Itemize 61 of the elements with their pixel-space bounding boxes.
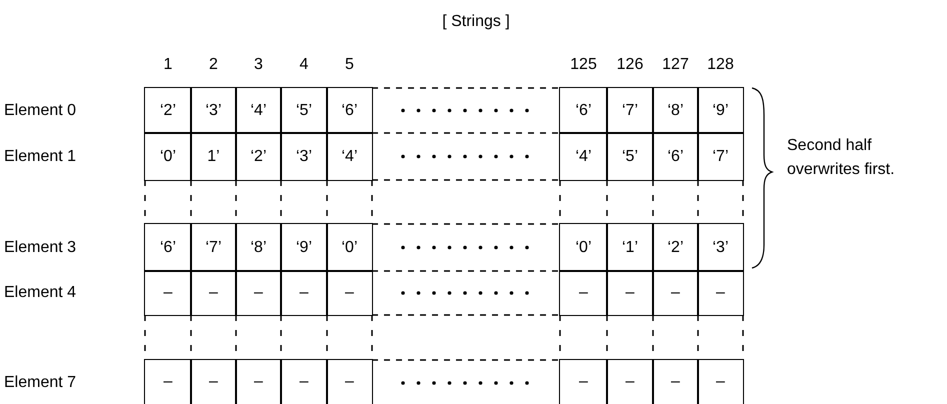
table-cell: – [559,270,608,316]
table-cell: – [652,359,699,404]
note-text: Second half overwrites first. [787,136,896,180]
table-cell: ‘7’ [190,223,237,272]
table-cell: ‘5’ [606,132,654,181]
table-cell: ‘4’ [326,132,373,181]
table-cell: ‘2’ [144,87,192,134]
table-cell: – [144,270,192,316]
table-cell: ‘3’ [190,87,237,134]
row-label: Element 4 [4,284,76,302]
table-cell: – [235,359,282,404]
table-cell: ‘5’ [280,87,328,134]
row-label: Element 3 [4,238,76,256]
table-cell: – [559,359,608,404]
table-cell: – [280,359,328,404]
table-cell: ‘8’ [652,87,699,134]
table-cell: – [697,270,744,316]
table-cell: ‘6’ [652,132,699,181]
column-number: 1 [164,56,172,74]
table-cell: – [144,359,192,404]
table-cell: ‘0’ [559,223,608,272]
table-cell: – [697,359,744,404]
column-number: 4 [300,56,308,74]
table-cell: ‘6’ [144,223,192,272]
table-cell: ‘0’ [326,223,373,272]
column-number: 127 [662,56,689,74]
table-cell: ‘4’ [559,132,608,181]
table-cell: ‘3’ [697,223,744,272]
table-cell: ‘9’ [280,223,328,272]
column-number: 3 [254,56,263,74]
row-label: Element 0 [4,102,76,120]
row-label: Element 7 [4,374,76,392]
column-number: 5 [345,56,354,74]
table-cell: – [190,359,237,404]
table-cell: – [652,270,699,316]
heading: [ Strings ] [442,13,510,31]
table-cell: ‘6’ [559,87,608,134]
table-cell: ‘6’ [326,87,373,134]
table-cell: ‘9’ [697,87,744,134]
table-cell: – [190,270,237,316]
column-number: 128 [707,56,734,74]
table-cell: – [235,270,282,316]
column-number: 126 [616,56,644,74]
table-cell: ‘4’ [235,87,282,134]
table-cell: – [280,270,328,316]
table-cell: ‘0’ [144,132,192,181]
table-cell: ‘3’ [280,132,328,181]
table-cell: – [606,270,654,316]
table-cell: ‘7’ [606,87,654,134]
table-cell: – [326,270,373,316]
table-cell: ‘1’ [606,223,654,272]
row-label: Element 1 [4,148,76,166]
table-cell: ‘2’ [235,132,282,181]
column-number: 2 [209,56,218,74]
table-cell: 1’ [190,132,237,181]
table-cell: ‘7’ [697,132,744,181]
column-number: 125 [570,56,597,74]
table-cell: ‘2’ [652,223,699,272]
table-cell: – [326,359,373,404]
table-cell: – [606,359,654,404]
table-cell: ‘8’ [235,223,282,272]
